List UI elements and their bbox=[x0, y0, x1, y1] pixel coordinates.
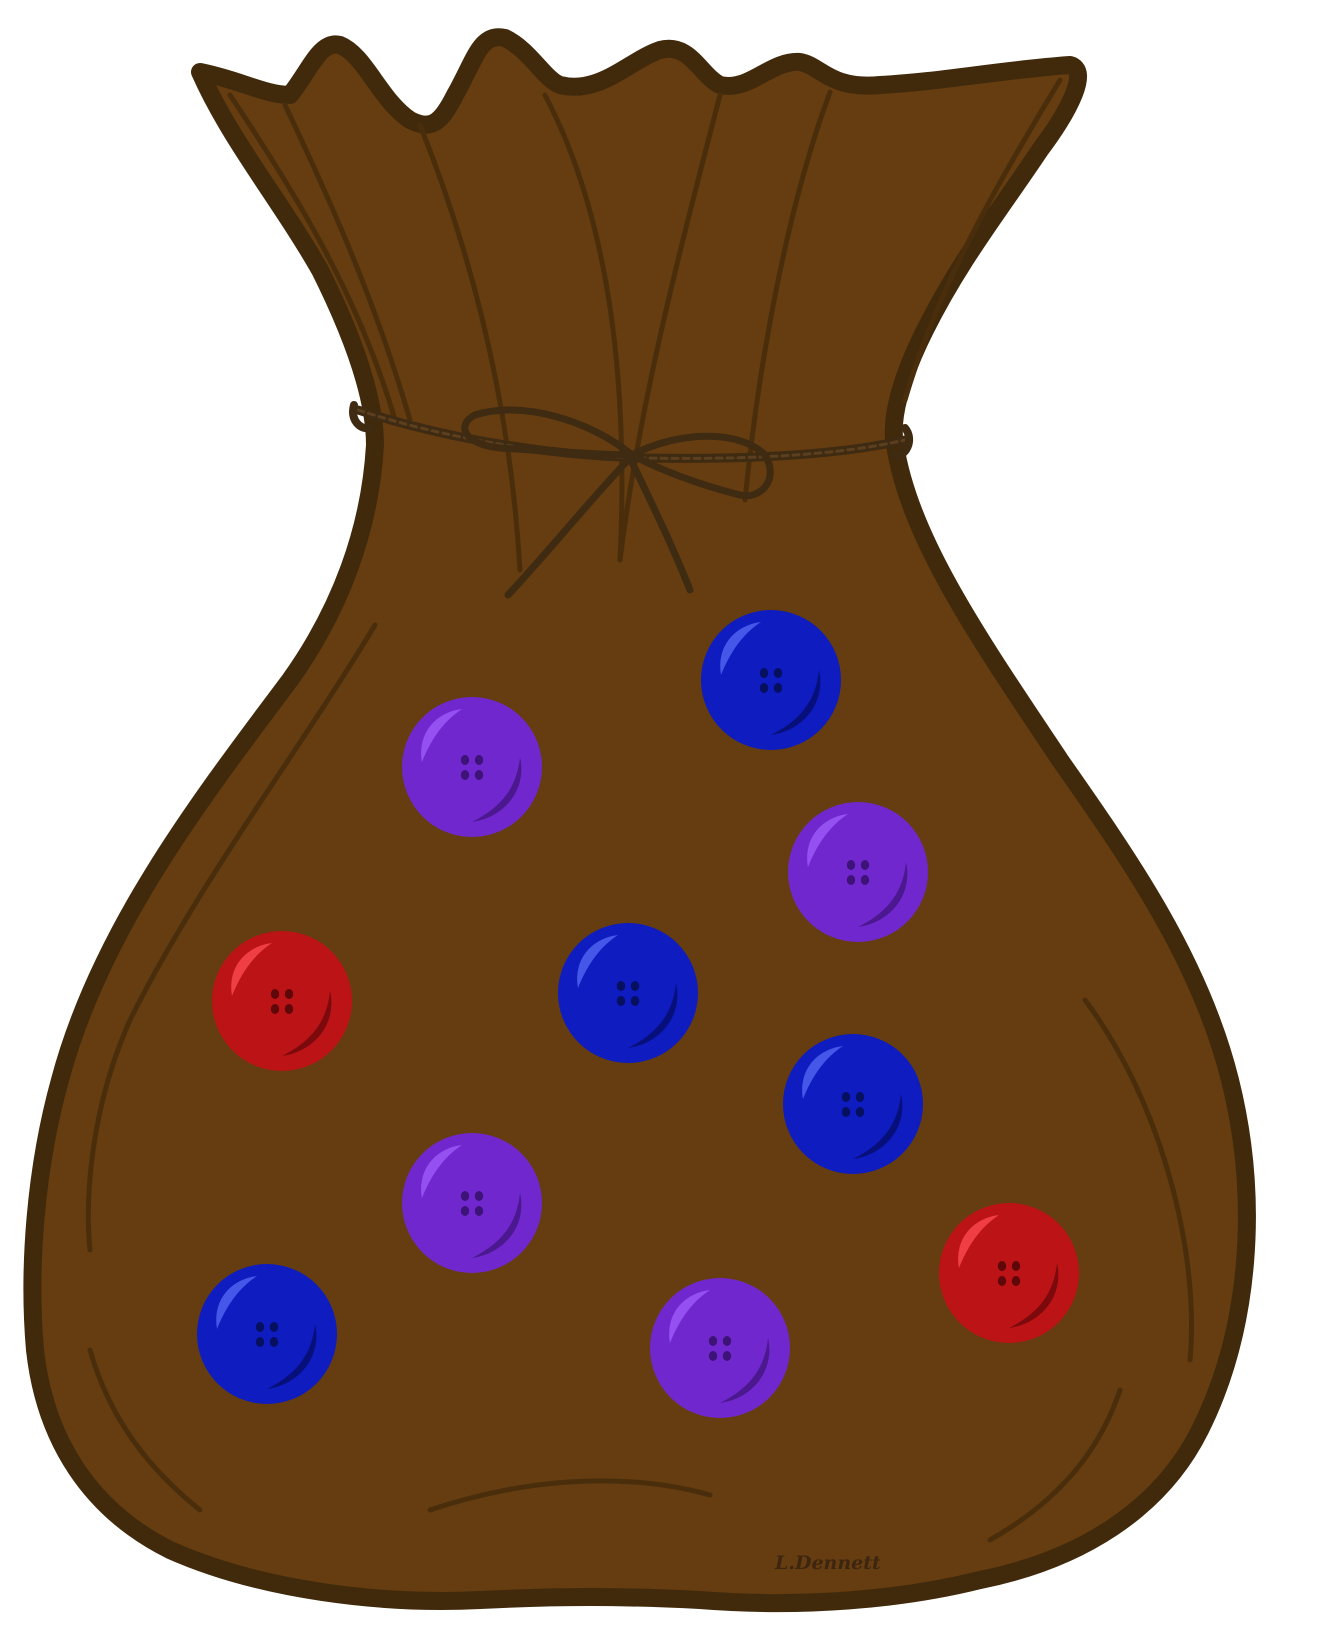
button-shadow bbox=[628, 983, 678, 1048]
button-highlight bbox=[577, 935, 618, 988]
button-hole bbox=[773, 668, 783, 678]
button-highlight bbox=[807, 814, 848, 867]
button-shadow bbox=[858, 862, 908, 927]
button-hole bbox=[708, 1336, 718, 1346]
button-hole bbox=[284, 1004, 294, 1014]
button-hole bbox=[997, 1261, 1007, 1271]
button-highlight bbox=[421, 1145, 462, 1198]
button-shadow bbox=[472, 757, 522, 822]
button-hole bbox=[708, 1351, 718, 1361]
button-hole bbox=[1011, 1261, 1021, 1271]
purple-button bbox=[788, 802, 928, 942]
button-hole bbox=[759, 668, 769, 678]
button-hole bbox=[270, 1004, 280, 1014]
button-highlight bbox=[720, 622, 761, 675]
button-highlight bbox=[958, 1215, 999, 1268]
button-hole bbox=[846, 860, 856, 870]
purple-button bbox=[650, 1278, 790, 1418]
button-hole bbox=[474, 770, 484, 780]
bag-fold-lines bbox=[85, 77, 1195, 1543]
button-group bbox=[197, 610, 1079, 1418]
button-highlight bbox=[216, 1276, 257, 1329]
button-hole bbox=[997, 1276, 1007, 1286]
bag-body bbox=[23, 28, 1256, 1613]
button-hole bbox=[1011, 1276, 1021, 1286]
button-hole bbox=[460, 1206, 470, 1216]
button-hole bbox=[269, 1337, 279, 1347]
button-highlight bbox=[231, 943, 272, 996]
button-shadow bbox=[853, 1094, 903, 1159]
blue-button bbox=[701, 610, 841, 750]
red-button bbox=[212, 931, 352, 1071]
button-hole bbox=[855, 1107, 865, 1117]
button-hole bbox=[474, 1206, 484, 1216]
artist-signature: L.Dennett bbox=[774, 1552, 881, 1574]
button-hole bbox=[255, 1337, 265, 1347]
button-hole bbox=[759, 683, 769, 693]
button-hole bbox=[630, 996, 640, 1006]
button-hole bbox=[722, 1351, 732, 1361]
button-hole bbox=[722, 1336, 732, 1346]
button-hole bbox=[841, 1107, 851, 1117]
button-hole bbox=[616, 981, 626, 991]
purple-button bbox=[402, 1133, 542, 1273]
button-hole bbox=[474, 1191, 484, 1201]
button-highlight bbox=[421, 709, 462, 762]
button-hole bbox=[773, 683, 783, 693]
button-hole bbox=[616, 996, 626, 1006]
button-hole bbox=[846, 875, 856, 885]
button-hole bbox=[460, 770, 470, 780]
blue-button bbox=[783, 1034, 923, 1174]
button-hole bbox=[460, 1191, 470, 1201]
purple-button bbox=[402, 697, 542, 837]
button-highlight bbox=[802, 1046, 843, 1099]
blue-button bbox=[558, 923, 698, 1063]
button-hole bbox=[855, 1092, 865, 1102]
button-hole bbox=[269, 1322, 279, 1332]
button-hole bbox=[630, 981, 640, 991]
drawstring-tie bbox=[349, 401, 914, 599]
button-hole bbox=[860, 860, 870, 870]
button-shadow bbox=[771, 670, 821, 735]
button-hole bbox=[474, 755, 484, 765]
button-highlight bbox=[669, 1290, 710, 1343]
red-button bbox=[939, 1203, 1079, 1343]
button-shadow bbox=[282, 991, 332, 1056]
button-shadow bbox=[1009, 1263, 1059, 1328]
button-hole bbox=[255, 1322, 265, 1332]
button-hole bbox=[460, 755, 470, 765]
button-hole bbox=[841, 1092, 851, 1102]
button-hole bbox=[860, 875, 870, 885]
blue-button bbox=[197, 1264, 337, 1404]
button-shadow bbox=[472, 1193, 522, 1258]
button-hole bbox=[284, 989, 294, 999]
button-shadow bbox=[720, 1338, 770, 1403]
button-shadow bbox=[267, 1324, 317, 1389]
button-hole bbox=[270, 989, 280, 999]
